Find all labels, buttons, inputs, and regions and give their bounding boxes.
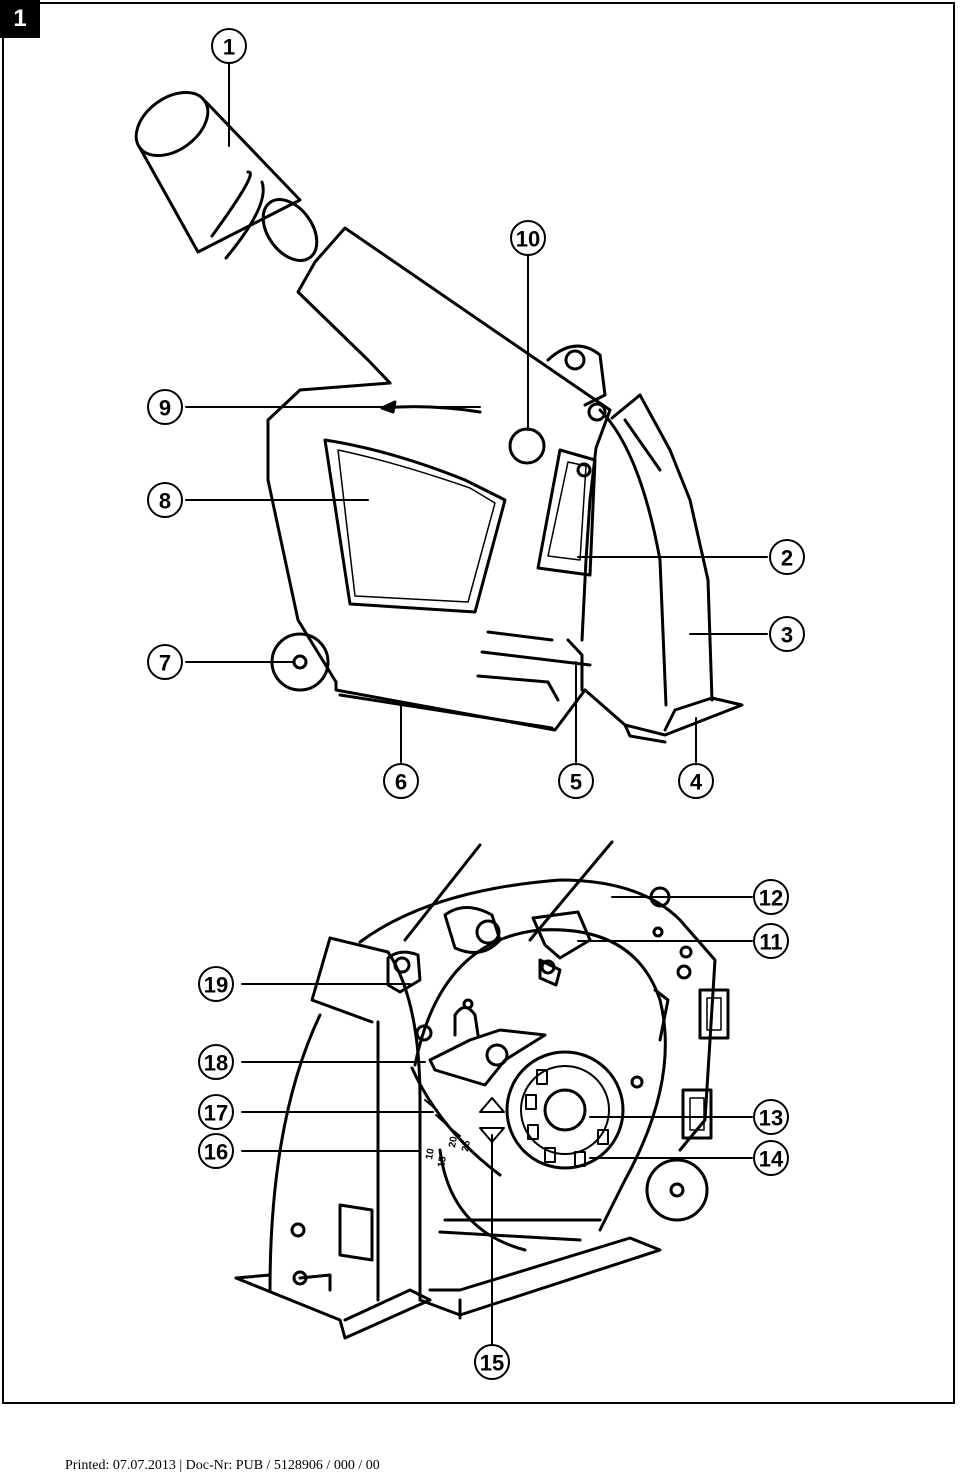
sight-window — [323, 438, 507, 614]
depth-scale-20: 20 — [447, 1135, 460, 1148]
suction-tube — [296, 226, 612, 412]
callout-11: 11 — [759, 930, 782, 955]
footer-separator: | — [179, 1458, 183, 1473]
callout-12: 12 — [759, 886, 783, 911]
depth-scale-15: 15 — [436, 1155, 449, 1168]
callout-circles — [147, 28, 805, 1380]
callout-5: 5 — [570, 770, 582, 795]
callout-19: 19 — [204, 973, 228, 998]
depth-scale-25: 25 — [460, 1139, 473, 1152]
callout-18: 18 — [204, 1051, 228, 1076]
callout-13: 13 — [759, 1106, 783, 1131]
callout-2: 2 — [781, 546, 793, 571]
pin — [443, 906, 502, 954]
callout-9: 9 — [159, 396, 171, 421]
callout-7: 7 — [159, 651, 171, 676]
callout-1: 1 — [223, 35, 235, 60]
callout-14: 14 — [759, 1147, 784, 1172]
callout-17: 17 — [204, 1101, 228, 1126]
printed-label: Printed: — [65, 1458, 110, 1473]
blade-disc — [413, 928, 667, 1232]
callout-15: 15 — [480, 1351, 504, 1376]
hood-body — [266, 344, 744, 744]
figure-frame — [2, 2, 955, 1404]
clip-lower — [681, 1088, 713, 1140]
suction-adapter — [134, 90, 319, 262]
rear-roller — [645, 1158, 709, 1222]
upper-hood-drawing — [134, 90, 744, 744]
callout-8: 8 — [159, 489, 171, 514]
printed-date: 07.07.2013 — [112, 1458, 176, 1473]
callout-6: 6 — [395, 770, 407, 795]
arrow-indicator — [479, 1097, 505, 1113]
wing-bolt — [428, 1028, 547, 1087]
clip-upper — [698, 988, 730, 1040]
doc-number: Doc-Nr: PUB / 5128906 / 000 / 00 — [185, 1458, 380, 1473]
lower-hood-drawing — [234, 840, 730, 1340]
guard-edge — [610, 393, 714, 702]
figure-number-tag: 1 — [0, 0, 40, 38]
depth-scale-10: 10 — [424, 1147, 437, 1160]
callout-10: 10 — [516, 227, 540, 252]
callout-4: 4 — [690, 770, 703, 795]
side-slot — [536, 448, 597, 577]
flange — [505, 1050, 625, 1170]
leader-lines — [185, 62, 768, 1346]
indicator-circle — [508, 427, 546, 465]
callout-16: 16 — [204, 1140, 228, 1165]
callout-3: 3 — [781, 623, 793, 648]
print-footer: Printed: 07.07.2013 | Doc-Nr: PUB / 5128… — [65, 1458, 380, 1474]
